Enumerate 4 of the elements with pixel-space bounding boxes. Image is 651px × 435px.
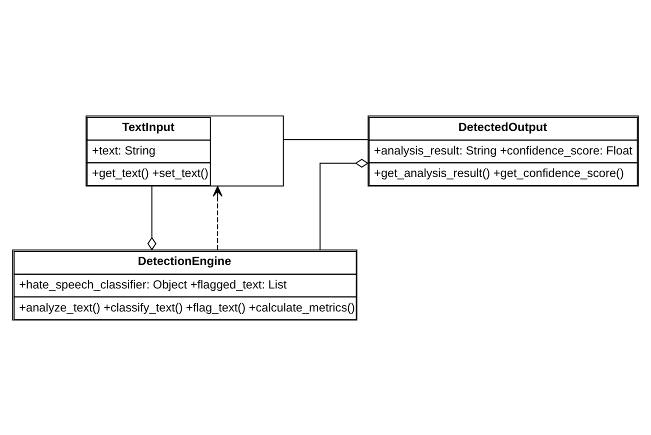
connector [147, 185, 156, 250]
connector [320, 158, 369, 250]
arrow [212, 185, 223, 250]
connector [283, 138, 368, 140]
